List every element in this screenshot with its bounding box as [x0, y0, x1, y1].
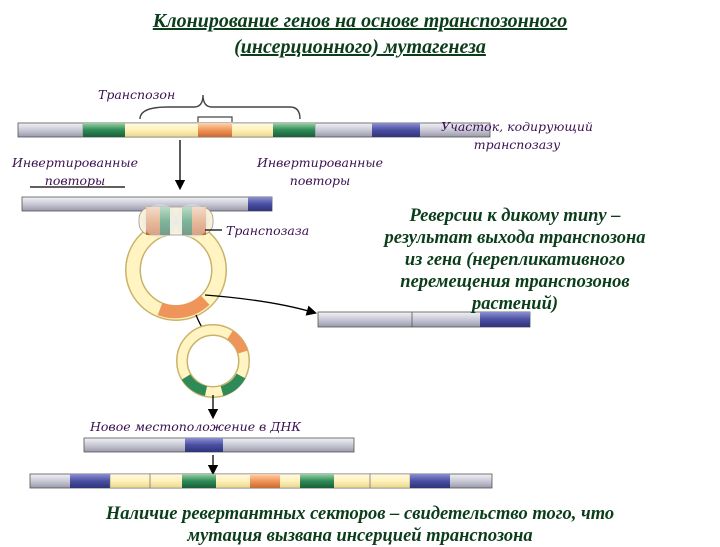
reversion-line-3: из гена (нерепликативного	[404, 250, 626, 270]
page-title: Клонирование генов на основе транспозонн…	[0, 8, 720, 60]
label-transposase-site-line1: Участок, кодирующий	[441, 119, 593, 134]
transposon-brace	[139, 94, 301, 120]
transposon-loop	[125, 204, 227, 321]
title-line-2: (инсерционного) мутагенеза	[234, 36, 486, 58]
label-transposase-site-line2: транспозазу	[473, 137, 561, 152]
title-line-1: Клонирование генов на основе транспозонн…	[152, 10, 568, 32]
inverted-repeat-right	[273, 123, 315, 137]
label-inverted-repeats-left-line1: Инвертированные	[11, 155, 138, 170]
label-inverted-repeats-left-line2: повторы	[44, 173, 106, 188]
label-inverted-repeats-right: Инвертированные повторы	[232, 154, 408, 190]
dna-strand-new-location	[83, 437, 355, 453]
reversion-line-1: Реверсии к дикому типу –	[409, 206, 621, 226]
bottom-line-1: Наличие ревертантных секторов – свидетел…	[105, 504, 615, 524]
dna-strand-bottom	[29, 473, 493, 489]
label-transposase: Транспозаза	[226, 223, 310, 238]
dna-strand-top	[17, 122, 491, 138]
circular-transposon	[176, 324, 250, 398]
transposase-bracket	[197, 116, 233, 122]
label-inverted-repeats-right-line1: Инвертированные	[256, 155, 383, 170]
dna-blue-segment	[372, 123, 420, 137]
label-inverted-repeats-right-line2: повторы	[289, 173, 351, 188]
reversion-line-2: результат выхода транспозона	[384, 228, 646, 248]
dna-strand-revertant	[317, 311, 531, 328]
reversion-text: Реверсии к дикому типу – результат выход…	[345, 205, 685, 315]
label-transposon: Транспозон	[98, 87, 176, 102]
reversion-line-5: растений)	[471, 294, 559, 314]
reversion-line-4: перемещения транспозонов	[400, 272, 630, 292]
inverted-repeat-left	[83, 123, 125, 137]
bottom-text: Наличие ревертантных секторов – свидетел…	[0, 503, 720, 547]
label-inverted-repeats-left: Инвертированные повторы	[0, 154, 150, 190]
transposase-gene-segment	[198, 123, 232, 137]
label-transposase-site: Участок, кодирующий транспозазу	[412, 118, 622, 154]
bottom-line-2: мутация вызвана инсерцией транспозона	[187, 526, 533, 546]
label-new-location: Новое местоположение в ДНК	[90, 419, 302, 434]
